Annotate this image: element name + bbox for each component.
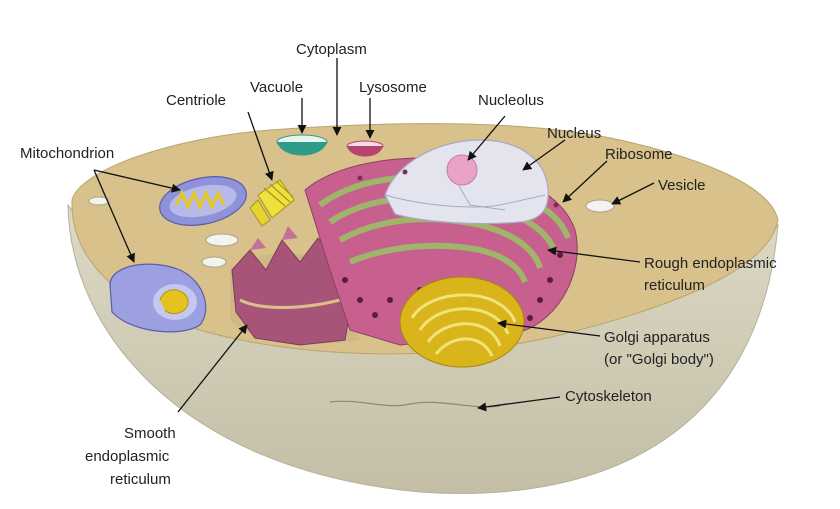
vesicle-shapes: [88, 196, 615, 268]
label-rough-er-1: Rough endoplasmic: [644, 255, 777, 272]
nucleus-shape: [384, 139, 549, 225]
cytoskeleton-filament: [329, 400, 501, 408]
label-nucleus: Nucleus: [547, 125, 601, 142]
smooth-er-shape: [231, 226, 353, 346]
label-smooth-er-1: Smooth: [124, 425, 176, 442]
label-centriole: Centriole: [166, 92, 226, 109]
vacuole-shape: [276, 134, 328, 156]
label-smooth-er-2: endoplasmic: [85, 448, 170, 465]
mitochondrion-bottom-shape: [109, 263, 207, 333]
label-cytoplasm: Cytoplasm: [296, 41, 367, 58]
label-cytoskeleton: Cytoskeleton: [565, 388, 652, 405]
label-vesicle: Vesicle: [658, 177, 706, 194]
centriole-shape: [249, 179, 295, 227]
label-lysosome: Lysosome: [359, 79, 427, 96]
label-rough-er-2: reticulum: [644, 277, 705, 294]
label-ribosome: Ribosome: [605, 146, 673, 163]
label-smooth-er-3: reticulum: [110, 471, 171, 488]
label-mitochondrion: Mitochondrion: [20, 145, 114, 162]
mitochondrion-top-shape: [159, 176, 247, 226]
ribosome-dots: [357, 169, 559, 208]
label-vacuole: Vacuole: [250, 79, 303, 96]
leader-arrows: [93, 58, 655, 413]
nucleolus-shape: [446, 154, 478, 186]
label-golgi-2: (or "Golgi body"): [604, 351, 714, 368]
lysosome-shape: [346, 140, 384, 157]
label-golgi-1: Golgi apparatus: [604, 329, 710, 346]
label-nucleolus: Nucleolus: [478, 92, 544, 109]
golgi-shape: [399, 276, 525, 368]
